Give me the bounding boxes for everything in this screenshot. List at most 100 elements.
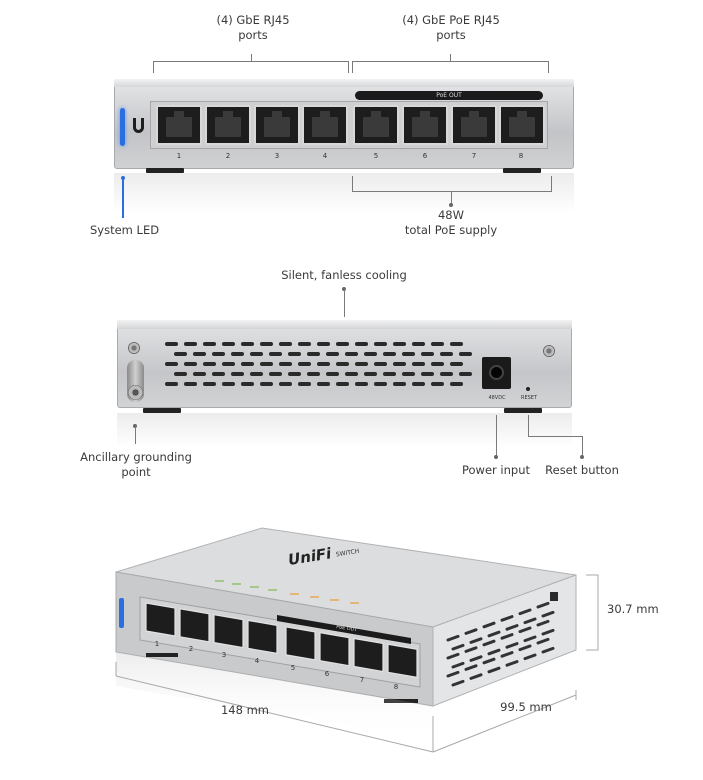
front-port-3 [254, 105, 300, 145]
vent-slot [298, 362, 311, 366]
iso-port [247, 619, 278, 655]
vent-slot [383, 352, 396, 356]
poe-out-label: PoE OUT [436, 92, 462, 99]
vent-slot [336, 362, 349, 366]
vent-slot [317, 342, 330, 346]
dc-label: 48VDC [488, 395, 506, 401]
reset-button-label: Reset button [545, 463, 619, 477]
iso-port [179, 608, 210, 643]
vent-slot [241, 382, 254, 386]
front-port-6 [402, 105, 448, 145]
port-number: 8 [518, 152, 524, 160]
iso-vent-slot [482, 657, 496, 665]
iso-port [285, 626, 316, 661]
vent-slot [393, 382, 406, 386]
vent-slot [222, 342, 235, 346]
iso-vent-slot [487, 648, 501, 656]
vent-slot [165, 362, 178, 366]
iso-port-number: 3 [221, 651, 227, 659]
vent-slot [355, 382, 368, 386]
vent-slot [222, 362, 235, 366]
iso-vent-slot [464, 628, 478, 635]
poe-supply-label: 48W total PoE supply [404, 208, 498, 237]
iso-vent-slot [487, 630, 501, 638]
vent-slot [203, 362, 216, 366]
iso-vent-slot [505, 642, 519, 649]
vent-slot [393, 362, 406, 366]
port-number: 2 [225, 152, 231, 160]
iso-vent-slot [487, 666, 501, 674]
front-port-8 [499, 105, 545, 145]
vent-slot [374, 342, 387, 346]
vent-slot [412, 362, 425, 366]
vent-slot [326, 372, 339, 376]
reset-text: RESET [520, 395, 538, 401]
iso-port-number: 5 [290, 664, 296, 672]
vent-slot [174, 352, 187, 356]
iso-vent-slot [541, 628, 555, 636]
vent-slot [279, 382, 292, 386]
iso-vent-slot [541, 610, 555, 618]
vent-slot [231, 352, 244, 356]
vent-slot [260, 382, 273, 386]
vent-slot [364, 372, 377, 376]
vent-slot [459, 372, 472, 376]
vent-slot [355, 342, 368, 346]
iso-vent-slot [469, 637, 483, 644]
port-number: 1 [176, 152, 182, 160]
grounding-label: Ancillary grounding point [80, 450, 192, 479]
ubiquiti-logo-icon [133, 118, 144, 133]
iso-vent-slot [451, 661, 465, 669]
iso-vent-slot [523, 617, 537, 625]
front-port-2 [205, 105, 251, 145]
right-group-bracket [352, 61, 549, 62]
reset-pinhole [526, 387, 530, 391]
port-number: 4 [322, 152, 328, 160]
iso-vent-slot [518, 644, 532, 652]
vent-slot [450, 342, 463, 346]
vent-slot [364, 352, 377, 356]
vent-slot [336, 342, 349, 346]
vent-slot [431, 342, 444, 346]
vent-slot [307, 352, 320, 356]
vent-slot [279, 362, 292, 366]
iso-vent-slot [536, 619, 550, 627]
iso-vent-slot [469, 673, 483, 680]
system-led-label: System LED [90, 223, 160, 237]
vent-slot [260, 342, 273, 346]
vent-slot [241, 362, 254, 366]
depth-dimension-label: 99.5 mm [500, 700, 552, 714]
vent-slot [165, 382, 178, 386]
iso-vent-slot [464, 664, 478, 671]
vent-slot [250, 352, 263, 356]
iso-vent-slot [518, 626, 532, 634]
vent-slot [165, 342, 178, 346]
iso-vent-slot [500, 651, 514, 658]
vent-slot [250, 372, 263, 376]
iso-vent-slot [505, 624, 519, 631]
front-port-7 [451, 105, 497, 145]
vent-slot [317, 362, 330, 366]
iso-vent-slot [536, 637, 550, 645]
iso-port-number: 1 [154, 640, 160, 648]
vent-slot [279, 342, 292, 346]
vent-slot [431, 362, 444, 366]
vent-slot [298, 382, 311, 386]
height-dimension-label: 30.7 mm [607, 602, 659, 616]
iso-port-number: 6 [324, 670, 330, 678]
vent-slot [260, 362, 273, 366]
vent-slot [231, 372, 244, 376]
vent-slot [307, 372, 320, 376]
iso-vent-slot [500, 615, 514, 622]
port-number: 7 [471, 152, 477, 160]
front-port-5 [353, 105, 399, 145]
power-input-label: Power input [461, 463, 530, 477]
iso-port [387, 643, 418, 678]
vent-slot [184, 342, 197, 346]
iso-port [353, 637, 384, 673]
iso-port [213, 613, 244, 649]
screw-icon [543, 345, 555, 357]
screw-icon [128, 342, 140, 354]
vent-slot [393, 342, 406, 346]
